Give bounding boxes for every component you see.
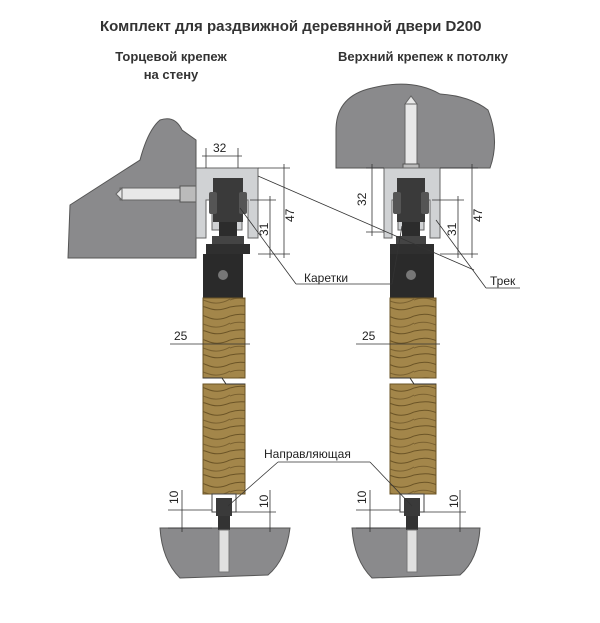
dim-right-guide-height: 10	[447, 494, 461, 508]
dim-left-32: 32	[213, 141, 227, 155]
left-guide	[216, 498, 232, 516]
right-door-upper	[389, 297, 437, 379]
right-carriage	[390, 178, 434, 254]
label-guide: Направляющая	[264, 447, 351, 461]
label-track: Трек	[490, 274, 516, 288]
dim-left-47: 47	[283, 208, 297, 222]
right-heading-line1: Верхний крепеж к потолку	[338, 49, 508, 64]
dim-left-25: 25	[174, 329, 188, 343]
dim-right-guide-gap: 10	[355, 490, 369, 504]
left-carriage	[206, 178, 250, 254]
dim-left-guide-gap: 10	[167, 490, 181, 504]
diagram-title: Комплект для раздвижной деревянной двери…	[100, 18, 482, 35]
left-door-upper	[202, 297, 246, 379]
left-door-lower	[202, 383, 246, 495]
dim-right-32: 32	[355, 192, 369, 206]
dim-left-31: 31	[257, 222, 271, 236]
right-door-lower	[389, 383, 437, 495]
right-heading: Верхний крепеж к потолку	[318, 48, 528, 66]
label-carriages: Каретки	[304, 271, 348, 285]
dim-left-guide-height: 10	[257, 494, 271, 508]
left-wall-anchor	[115, 185, 199, 203]
dim-right-47: 47	[471, 208, 485, 222]
right-guide	[404, 498, 420, 516]
left-heading: Торцевой крепеж на стену	[96, 48, 246, 84]
dim-right-31: 31	[445, 222, 459, 236]
right-assembly	[335, 83, 495, 579]
dimension-lines	[168, 148, 520, 532]
left-assembly	[67, 118, 291, 579]
left-heading-line2: на стену	[143, 67, 199, 82]
left-heading-line1: Торцевой крепеж	[115, 49, 227, 64]
right-ceiling-anchor	[402, 95, 420, 179]
dim-right-25: 25	[362, 329, 376, 343]
